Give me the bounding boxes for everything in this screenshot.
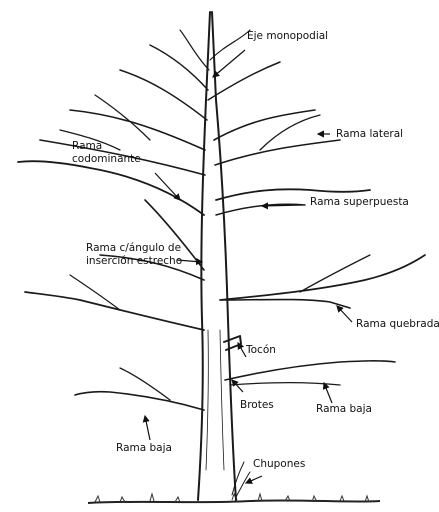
- ground: [88, 494, 380, 503]
- arrow-eje: [213, 50, 245, 77]
- label-eje-monopodial: Eje monopodial: [247, 30, 328, 43]
- label-rama-superpuesta: Rama superpuesta: [310, 196, 409, 209]
- label-rama-angulo-estrecho: Rama c/ángulo de inserción estrecho: [86, 242, 182, 268]
- arrow-chupones: [246, 476, 262, 483]
- label-rama-codominante: Rama codominante: [72, 140, 141, 166]
- label-rama-lateral: Rama lateral: [336, 128, 403, 141]
- label-brotes: Brotes: [240, 399, 274, 412]
- label-rama-baja-right: Rama baja: [316, 403, 372, 416]
- arrow-codominante: [155, 173, 180, 200]
- branches: [18, 30, 425, 497]
- label-rama-quebrada: Rama quebrada: [356, 318, 439, 331]
- label-chupones: Chupones: [253, 458, 305, 471]
- label-rama-baja-left: Rama baja: [116, 442, 172, 455]
- arrow-rama-baja-right: [324, 383, 332, 403]
- label-tocon: Tocón: [246, 344, 276, 357]
- arrow-rama-baja-left: [145, 416, 150, 440]
- arrow-tocon: [238, 343, 246, 357]
- arrow-brotes: [232, 380, 243, 392]
